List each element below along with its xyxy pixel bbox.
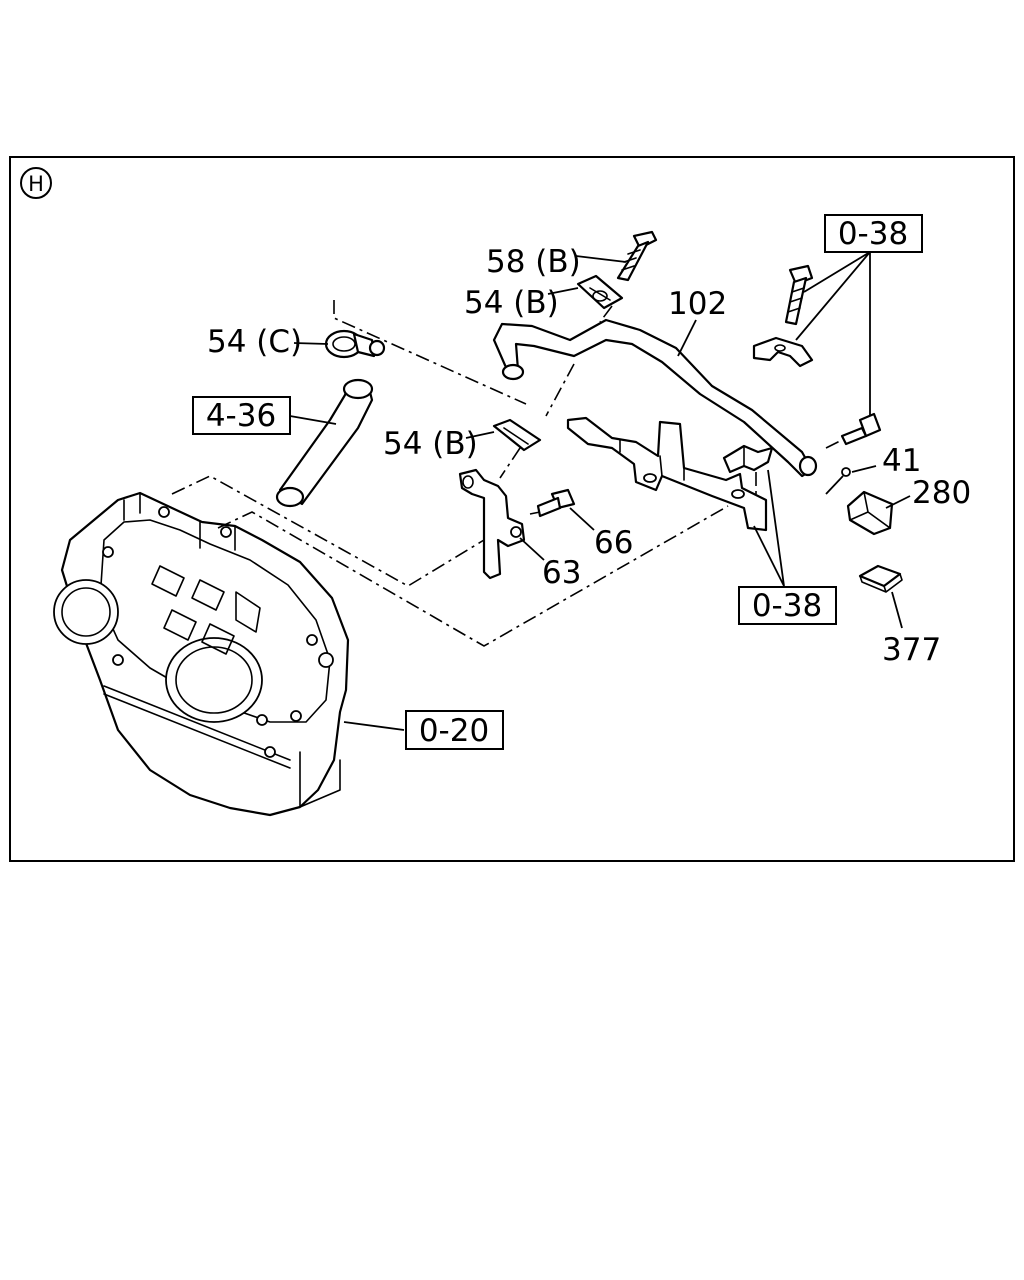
flywheel-housing — [53, 491, 350, 817]
ref-box-0-38-top — [824, 214, 923, 253]
bolt-0-38-top — [784, 264, 814, 326]
ref-box-0-38-bottom — [738, 586, 837, 625]
bolt-0-38-right — [840, 412, 882, 446]
guide-line-hose — [333, 300, 527, 405]
part-280-cover — [846, 490, 894, 536]
bolt-66 — [536, 488, 576, 518]
guide-line-clip — [545, 363, 575, 417]
label-54c: 54 (C) — [207, 324, 302, 360]
ref-label-4-36: 4-36 — [206, 398, 276, 434]
bolt-58b — [616, 230, 658, 282]
part-377-pad — [858, 564, 903, 593]
label-377: 377 — [882, 632, 941, 668]
diagram-frame — [9, 156, 1015, 862]
label-54b-top: 54 (B) — [464, 285, 559, 321]
ref-label-0-20: 0-20 — [419, 713, 489, 749]
label-102: 102 — [668, 286, 727, 322]
view-marker-letter: H — [28, 172, 44, 196]
ref-box-4-36 — [192, 396, 291, 435]
hose-clamp-54c — [324, 329, 386, 359]
guide-line-bolt66 — [529, 511, 541, 515]
guide-line-bolt-right — [825, 439, 843, 449]
bracket-63 — [458, 468, 526, 580]
clip-54b-top — [576, 274, 624, 310]
label-41: 41 — [882, 443, 921, 479]
label-63: 63 — [542, 555, 581, 591]
part-41-pin — [825, 467, 851, 495]
guide-line-housing-2 — [217, 505, 729, 647]
guide-line-housing-1 — [171, 475, 485, 587]
ref-box-0-20 — [405, 710, 504, 750]
ref-label-0-38-bottom: 0-38 — [752, 588, 822, 624]
clamp-bracket-0-38 — [752, 336, 814, 368]
clip-54b-mid — [492, 418, 542, 452]
water-pipe-102 — [492, 318, 818, 478]
clip-on-bracket — [722, 444, 774, 474]
ref-label-0-38-top: 0-38 — [838, 216, 908, 252]
water-hose-4-36 — [275, 378, 374, 508]
label-280: 280 — [912, 475, 971, 511]
label-54b-mid: 54 (B) — [383, 426, 478, 462]
pipe-bracket — [566, 416, 768, 532]
view-marker: H — [20, 167, 52, 199]
guide-line-bracket — [499, 447, 521, 479]
leader-lines — [289, 251, 911, 731]
label-66: 66 — [594, 525, 633, 561]
label-58b: 58 (B) — [486, 244, 581, 280]
guide-line-clip-top — [599, 305, 613, 323]
